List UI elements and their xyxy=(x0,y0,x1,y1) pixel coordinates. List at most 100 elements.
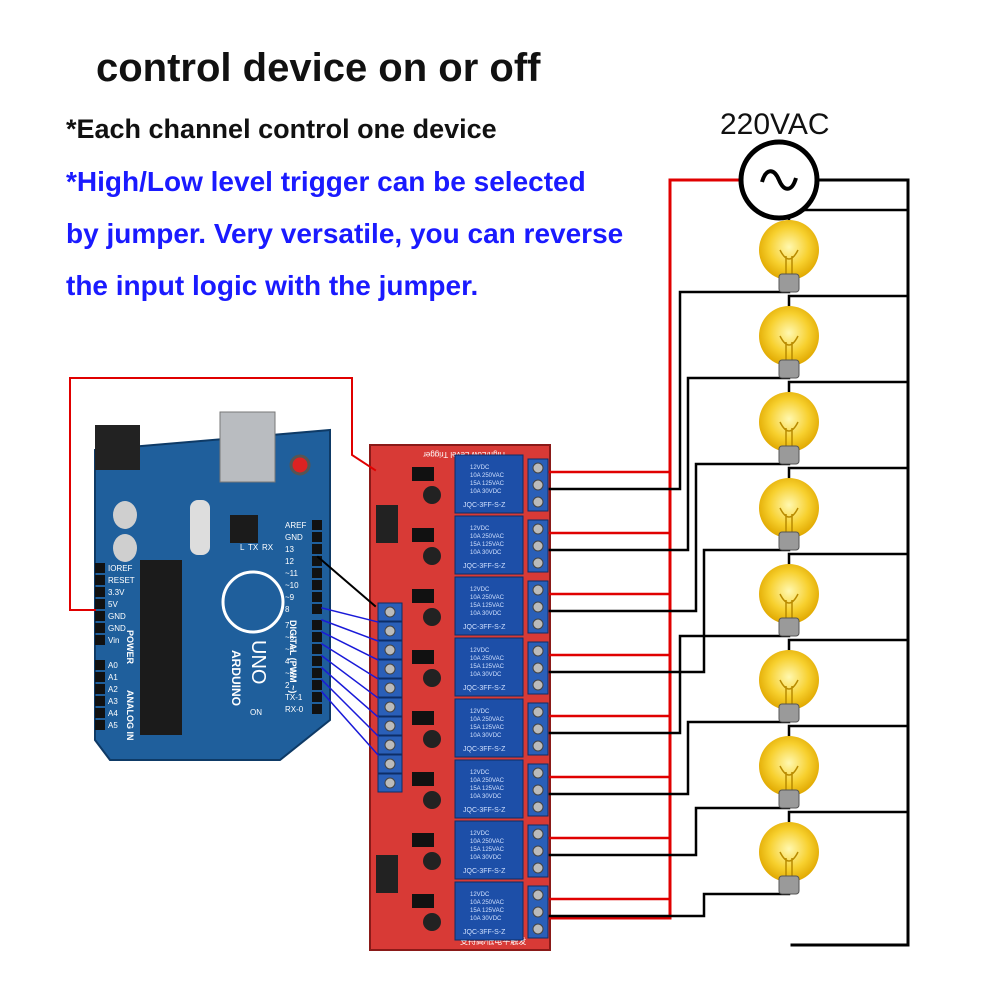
transistor xyxy=(423,669,441,687)
lamp-glass xyxy=(759,478,819,538)
relay-rating-text: 15A 125VAC xyxy=(470,847,505,853)
ac-source-label: 220VAC xyxy=(720,108,830,141)
transistor xyxy=(423,791,441,809)
digital-pin xyxy=(312,644,322,654)
terminal-screw xyxy=(384,606,396,618)
relay-model-text: JQC-3FF-S-Z xyxy=(463,685,506,692)
analog-pin xyxy=(95,696,105,706)
relay-rating-text: 12VDC xyxy=(470,770,490,776)
digital-pin xyxy=(312,656,322,666)
relay-rating-text: 10A 30VDC xyxy=(470,794,502,800)
relay-body xyxy=(454,515,524,575)
terminal-screw xyxy=(532,801,544,813)
microcontroller-chip xyxy=(140,560,182,735)
digital-pin-label: RX-0 xyxy=(285,705,304,714)
terminal-screw xyxy=(384,758,396,770)
terminal-screw xyxy=(532,523,544,535)
power-pin-label: 3.3V xyxy=(108,588,125,597)
transistor xyxy=(423,913,441,931)
led-label-tx: TX xyxy=(248,543,259,552)
neutral-wire xyxy=(787,638,910,652)
digital-pin-label: ~3 xyxy=(285,669,295,678)
lamp-glass xyxy=(759,220,819,280)
transistor xyxy=(423,608,441,626)
optocoupler xyxy=(412,711,434,725)
digital-pin-label: 7 xyxy=(285,621,290,630)
load-wire xyxy=(548,376,791,552)
lamp-filament xyxy=(779,679,799,704)
lamp-filament xyxy=(779,851,799,876)
ac-neutral-rail xyxy=(790,178,910,947)
lamp-base xyxy=(778,703,800,723)
relay-rating-text: 10A 250VAC xyxy=(470,534,505,540)
terminal-screw xyxy=(532,496,544,508)
power-header-label: POWER xyxy=(125,630,135,665)
lamp-icon xyxy=(759,650,819,723)
analog-pin-label: A4 xyxy=(108,709,118,718)
terminal-screw xyxy=(532,601,544,613)
digital-header-label: DIGITAL (PWM ~) xyxy=(288,620,298,693)
relay-model-text: JQC-3FF-S-Z xyxy=(463,929,506,936)
power-pin xyxy=(95,623,105,633)
terminal-screw xyxy=(384,777,396,789)
digital-pin-label: 2 xyxy=(285,681,290,690)
led-label-rx: RX xyxy=(262,543,274,552)
power-wire-5v xyxy=(69,377,377,611)
relay-rating-text: 15A 125VAC xyxy=(470,542,505,548)
terminal-screw xyxy=(532,723,544,735)
optocoupler xyxy=(412,894,434,908)
dc-jack xyxy=(95,425,140,470)
relay-rating-text: 12VDC xyxy=(470,648,490,654)
ac-source xyxy=(738,139,820,221)
signal-wire xyxy=(320,630,380,662)
terminal-screw xyxy=(532,889,544,901)
terminal-screw xyxy=(384,663,396,675)
note-trigger-2: by jumper. Very versatile, you can rever… xyxy=(66,218,624,249)
relay-rating-text: 10A 250VAC xyxy=(470,900,505,906)
digital-pin xyxy=(312,692,322,702)
lamp-base xyxy=(778,445,800,465)
signal-wire xyxy=(321,607,379,623)
relay-model-text: JQC-3FF-S-Z xyxy=(463,502,506,509)
lamp-icon xyxy=(759,736,819,809)
terminal-screw xyxy=(532,862,544,874)
digital-pin-label: ~5 xyxy=(285,645,295,654)
power-pin xyxy=(95,611,105,621)
relay-rating-text: 15A 125VAC xyxy=(470,908,505,914)
lamp-base xyxy=(778,273,800,293)
terminal-screw xyxy=(532,845,544,857)
relay-rating-text: 10A 250VAC xyxy=(470,717,505,723)
arduino-logo-icon xyxy=(221,570,285,634)
relay-rating-text: 10A 30VDC xyxy=(470,489,502,495)
analog-pin xyxy=(95,672,105,682)
transistor xyxy=(423,730,441,748)
relay-body xyxy=(454,454,524,514)
load-wire xyxy=(548,462,791,613)
optocoupler xyxy=(412,833,434,847)
power-pin xyxy=(95,587,105,597)
signal-wire xyxy=(321,619,379,642)
terminal-screw xyxy=(532,923,544,935)
digital-pin-label: 4 xyxy=(285,657,290,666)
relay-rating-text: 10A 250VAC xyxy=(470,839,505,845)
relay-rating-text: 10A 30VDC xyxy=(470,855,502,861)
relay-body xyxy=(454,881,524,941)
capacitor xyxy=(113,501,137,529)
digital-pin-label: ~6 xyxy=(285,633,295,642)
relay-body xyxy=(454,637,524,697)
digital-pin-label: 12 xyxy=(285,557,294,566)
digital-pin xyxy=(312,604,322,614)
lamp-glass xyxy=(759,306,819,366)
terminal-screw xyxy=(532,462,544,474)
analog-header-label: ANALOG IN xyxy=(125,690,135,741)
analog-pin-label: A2 xyxy=(108,685,118,694)
relay-rating-text: 10A 30VDC xyxy=(470,611,502,617)
lamp-filament xyxy=(779,593,799,618)
digital-pin xyxy=(312,556,322,566)
neutral-wire xyxy=(787,724,910,738)
